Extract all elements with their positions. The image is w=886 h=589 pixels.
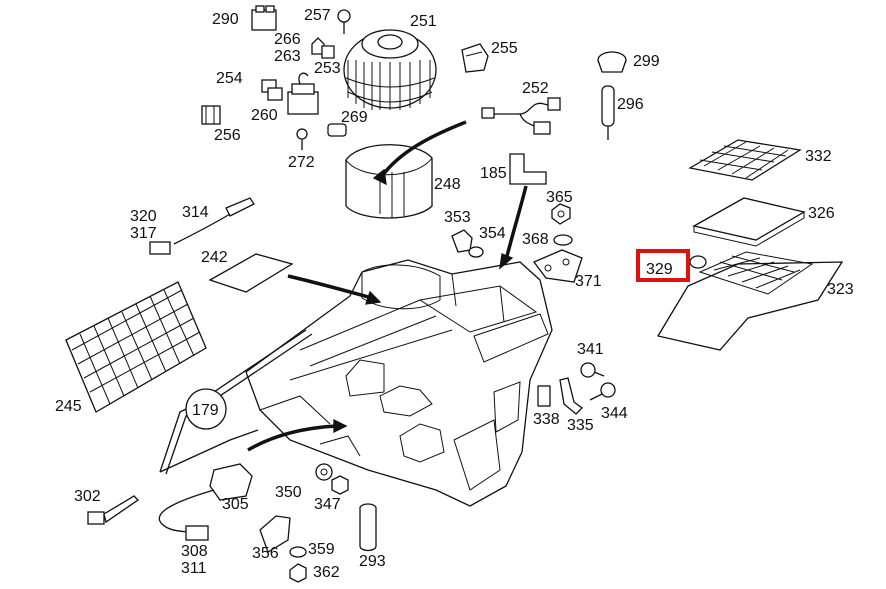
part-main-housing	[245, 259, 553, 507]
label-179: 179	[192, 402, 219, 419]
label-354: 354	[479, 225, 506, 242]
part-347-nut	[331, 475, 349, 495]
label-341: 341	[577, 341, 604, 358]
part-299-cap	[597, 51, 627, 73]
highlight-box-329	[636, 249, 690, 282]
label-323: 323	[827, 281, 854, 298]
label-251: 251	[410, 13, 437, 30]
label-332: 332	[805, 148, 832, 165]
label-253: 253	[314, 60, 341, 77]
part-329-fastener	[689, 255, 707, 269]
part-256-clip	[201, 105, 221, 125]
label-362: 362	[313, 564, 340, 581]
label-308: 308	[181, 543, 208, 560]
label-254: 254	[216, 70, 243, 87]
label-326: 326	[808, 205, 835, 222]
label-257: 257	[304, 7, 331, 24]
part-344-screw	[589, 382, 616, 401]
part-356-bracket	[259, 515, 291, 553]
part-293-tube	[359, 503, 377, 552]
label-314: 314	[182, 204, 209, 221]
label-299: 299	[633, 53, 660, 70]
label-269: 269	[341, 109, 368, 126]
label-256: 256	[214, 127, 241, 144]
part-252-wiring-harness	[481, 97, 561, 135]
part-302-sensor	[87, 495, 140, 525]
label-272: 272	[288, 154, 315, 171]
part-260-resistor	[287, 72, 319, 115]
label-242: 242	[201, 249, 228, 266]
label-338: 338	[533, 411, 560, 428]
label-320: 320	[130, 208, 157, 225]
part-362-nut	[289, 563, 307, 583]
part-335-bracket	[559, 377, 583, 415]
part-332-filter-frame	[688, 139, 802, 181]
part-323-housing-cover	[656, 251, 844, 351]
label-266: 266	[274, 31, 301, 48]
part-255-clip	[461, 43, 489, 73]
part-254-clip	[261, 79, 283, 101]
assembly-arrows	[247, 120, 528, 452]
label-245: 245	[55, 398, 82, 415]
part-266-clip	[311, 37, 335, 59]
part-305-actuator	[158, 463, 253, 541]
part-359-grommet	[289, 546, 307, 558]
label-311: 311	[181, 560, 207, 577]
label-305: 305	[222, 496, 249, 513]
part-314-sensor	[149, 197, 255, 255]
label-248: 248	[434, 176, 461, 193]
part-185-bracket	[509, 153, 547, 185]
label-359: 359	[308, 541, 335, 558]
part-269-plug	[327, 123, 347, 137]
part-350-washer	[315, 463, 333, 481]
label-255: 255	[491, 40, 518, 57]
label-252: 252	[522, 80, 549, 97]
label-317: 317	[130, 225, 157, 242]
label-185: 185	[480, 165, 507, 182]
part-245-evaporator	[65, 281, 207, 413]
label-260: 260	[251, 107, 278, 124]
label-335: 335	[567, 417, 594, 434]
label-293: 293	[359, 553, 386, 570]
label-350: 350	[275, 484, 302, 501]
part-296-sensor	[601, 85, 615, 140]
label-263: 263	[274, 48, 301, 65]
part-371-bracket	[532, 249, 583, 283]
label-371: 371	[575, 273, 602, 290]
label-296: 296	[617, 96, 644, 113]
label-290: 290	[212, 11, 239, 28]
callout-labels: 290 257 251 266 263 253 255 299 296 254 …	[55, 7, 854, 581]
callout-179: 179	[185, 388, 227, 430]
label-353: 353	[444, 209, 471, 226]
part-353-bushing	[451, 229, 473, 253]
label-368: 368	[522, 231, 549, 248]
part-341-screw	[580, 362, 605, 378]
part-251-blower-motor	[343, 29, 437, 110]
part-326-filter	[692, 197, 806, 247]
label-302: 302	[74, 488, 101, 505]
part-365-nut	[551, 203, 571, 225]
part-338-clip	[537, 385, 551, 407]
part-248-blower-housing	[345, 144, 433, 219]
label-347: 347	[314, 496, 341, 513]
label-344: 344	[601, 405, 628, 422]
part-242-filter-pad	[208, 253, 294, 293]
part-290-connector	[251, 5, 277, 31]
label-356: 356	[252, 545, 279, 562]
part-368-washer	[553, 234, 573, 246]
part-257-screw	[337, 9, 351, 34]
label-365: 365	[546, 189, 573, 206]
label-329: 329	[646, 261, 673, 278]
part-272-switch	[296, 128, 308, 150]
part-354-washer	[468, 246, 484, 258]
